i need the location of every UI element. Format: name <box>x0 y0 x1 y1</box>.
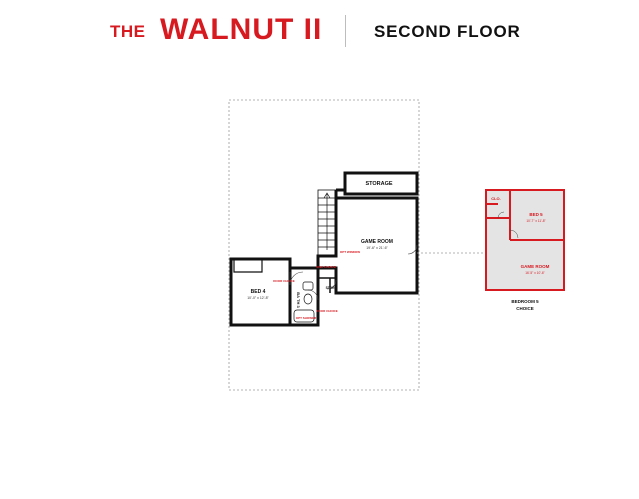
option-caption-line2: CHOICE <box>516 306 534 311</box>
opt-shower-label: OPT SHOWER <box>296 316 317 320</box>
bath-fixtures <box>293 281 315 323</box>
title-prefix: THE <box>110 22 146 41</box>
storage-label: STORAGE <box>365 181 392 187</box>
plan-name: WALNUT II <box>160 13 323 46</box>
stair-arrow-icon <box>323 192 331 250</box>
stor-label: STOR <box>326 286 335 290</box>
bed5-dim: 10'-7" x 11'-8" <box>526 219 545 223</box>
option-game-room-dim: 16'-5" x 10'-6" <box>525 271 545 275</box>
option-caption-line1: BEDROOM 5 <box>511 299 539 304</box>
sink-choice-label: SINK CHOICE <box>316 265 336 269</box>
game-room-label: GAME ROOM <box>361 239 393 245</box>
door-choice2-label: DOOR CHOICE <box>316 309 338 313</box>
closet-label: CLO. <box>491 196 501 201</box>
bedroom5-option-plan <box>485 189 565 291</box>
game-room-dim: 19'-6" x 21'-6" <box>366 246 388 250</box>
option-game-room-label: GAME ROOM <box>521 264 550 269</box>
page-header: THE WALNUT II SECOND FLOOR <box>0 0 639 60</box>
bed4-label: BED 4 <box>251 289 266 295</box>
floor-title: SECOND FLOOR <box>374 22 521 41</box>
title-divider <box>345 15 346 47</box>
bath3-label: BA TH 3 <box>296 292 301 308</box>
door-choice-label: DOOR CHOICE <box>273 279 295 283</box>
opt-window-label: OPT WINDOW <box>340 250 360 254</box>
lot-outline <box>228 99 420 391</box>
bed5-label: BED 5 <box>529 212 543 217</box>
bed4-dim: 10'-0" x 12'-8" <box>247 296 269 300</box>
walls <box>229 171 419 327</box>
